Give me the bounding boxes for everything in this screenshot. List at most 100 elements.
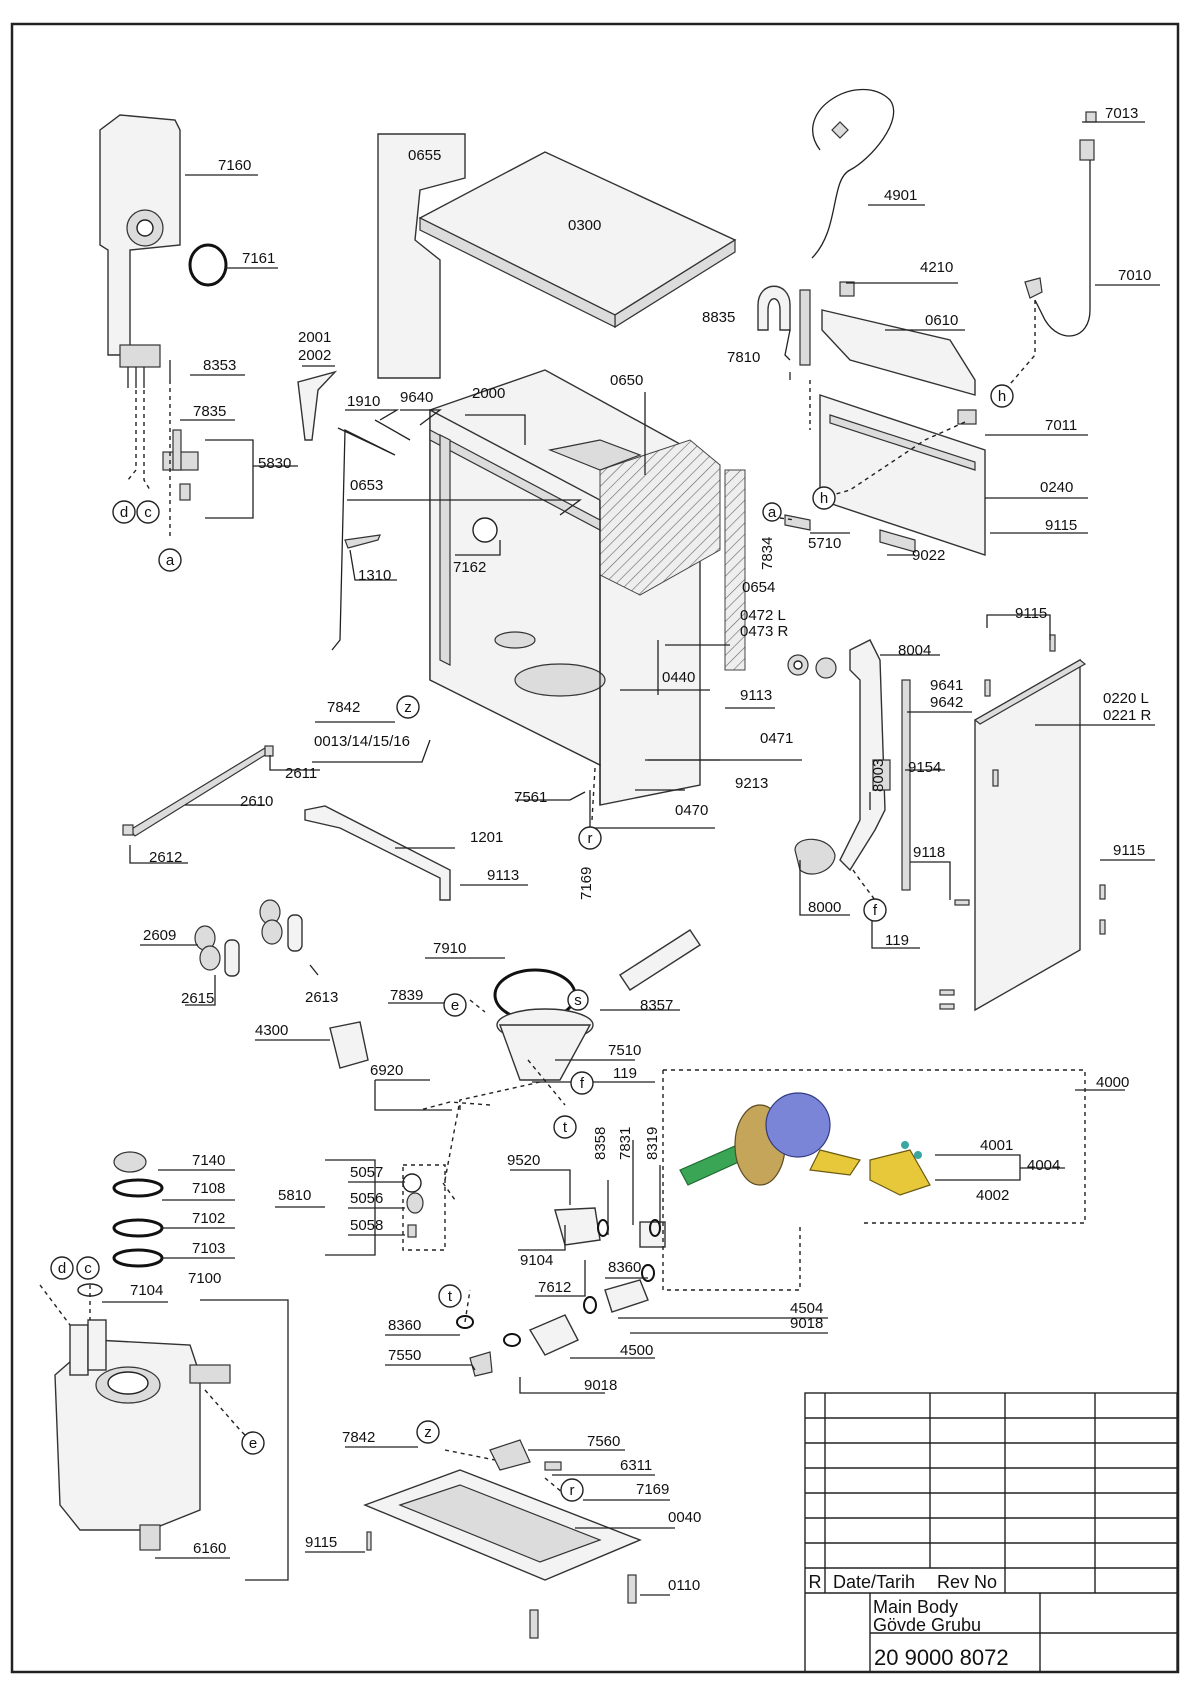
connection-markers: a c d h a h z r f e s f t d c t e z r bbox=[50, 384, 1014, 1502]
marker-z-1: z bbox=[396, 695, 420, 719]
callout-8003: 8003 bbox=[870, 759, 887, 792]
callout-5056: 5056 bbox=[350, 1190, 383, 1207]
callout-8357: 8357 bbox=[640, 997, 673, 1014]
date-label: Date/Tarih bbox=[833, 1572, 915, 1592]
svg-text:t: t bbox=[448, 1288, 453, 1305]
clip-9022 bbox=[879, 529, 916, 553]
side-insulation-panel bbox=[377, 133, 466, 379]
callout-7550: 7550 bbox=[388, 1347, 421, 1364]
callout-9154: 9154 bbox=[908, 759, 941, 776]
leader-lines bbox=[102, 121, 1160, 1596]
svg-text:a: a bbox=[166, 552, 175, 569]
callout-2615: 2615 bbox=[181, 990, 214, 1007]
callout-8353: 8353 bbox=[203, 357, 236, 374]
callout-9213: 9213 bbox=[735, 775, 768, 792]
marker-r-1: r bbox=[578, 826, 602, 850]
svg-text:h: h bbox=[820, 490, 828, 507]
callout-7140: 7140 bbox=[192, 1152, 225, 1169]
callout-5710: 5710 bbox=[808, 535, 841, 552]
callout-4000: 4000 bbox=[1096, 1074, 1129, 1091]
callout-7160: 7160 bbox=[218, 157, 251, 174]
marker-f-2: f bbox=[570, 1071, 594, 1095]
callout-0013: 0013/14/15/16 bbox=[314, 733, 410, 750]
svg-text:d: d bbox=[58, 1260, 66, 1277]
callout-2610: 2610 bbox=[240, 793, 273, 810]
callout-5057: 5057 bbox=[350, 1164, 383, 1181]
callout-0650: 0650 bbox=[610, 372, 643, 389]
callout-119b: 119 bbox=[613, 1065, 637, 1082]
rev-r-label: R bbox=[809, 1572, 822, 1592]
callout-8360: 8360 bbox=[608, 1259, 641, 1276]
svg-text:e: e bbox=[451, 997, 459, 1014]
leg-0110 bbox=[627, 1574, 637, 1604]
rear-frame-0240 bbox=[819, 394, 986, 556]
callout-7010: 7010 bbox=[1118, 267, 1151, 284]
marker-t-2: t bbox=[438, 1284, 462, 1308]
valve-5710 bbox=[784, 514, 811, 531]
marker-h-1: h bbox=[990, 384, 1014, 408]
bracket-1310 bbox=[344, 534, 381, 549]
callout-4300: 4300 bbox=[255, 1022, 288, 1039]
marker-e-1: e bbox=[443, 993, 467, 1017]
callout-7910: 7910 bbox=[433, 940, 466, 957]
wash-motor-4000 bbox=[679, 1092, 931, 1196]
callout-7839: 7839 bbox=[390, 987, 423, 1004]
callout-8004: 8004 bbox=[898, 642, 931, 659]
callout-7104: 7104 bbox=[130, 1282, 163, 1299]
callout-9115c: 9115 bbox=[1113, 842, 1145, 859]
svg-text:d: d bbox=[120, 504, 128, 521]
callout-1201: 1201 bbox=[470, 829, 503, 846]
dashed-connections bbox=[39, 300, 1086, 1494]
callout-9641: 9641 bbox=[930, 677, 963, 694]
callout-1310: 1310 bbox=[358, 567, 391, 584]
callout-0040: 0040 bbox=[668, 1509, 701, 1526]
callout-0471: 0471 bbox=[760, 730, 793, 747]
heater-4300 bbox=[329, 1021, 369, 1069]
callout-9018b: 9018 bbox=[584, 1377, 617, 1394]
softener-gasket bbox=[188, 243, 228, 287]
callout-0440: 0440 bbox=[662, 669, 695, 686]
callout-0300: 0300 bbox=[568, 217, 601, 234]
callout-4002: 4002 bbox=[976, 1187, 1009, 1204]
callout-9115b: 9115 bbox=[1015, 605, 1047, 622]
callout-9113: 9113 bbox=[740, 687, 772, 704]
door-gasket-1910 bbox=[331, 427, 396, 651]
valve-9520 bbox=[554, 1207, 601, 1246]
callout-5058: 5058 bbox=[350, 1217, 383, 1234]
title-turkish: Gövde Grubu bbox=[873, 1615, 981, 1635]
callout-5810: 5810 bbox=[278, 1187, 311, 1204]
callout-0473: 0473 R bbox=[740, 623, 789, 640]
callout-7169: 7169 bbox=[578, 867, 595, 900]
marker-t-1: t bbox=[553, 1115, 577, 1139]
callout-9642: 9642 bbox=[930, 694, 963, 711]
callout-9104: 9104 bbox=[520, 1252, 553, 1269]
callout-2613: 2613 bbox=[305, 989, 338, 1006]
callout-8835: 8835 bbox=[702, 309, 735, 326]
callout-7810: 7810 bbox=[727, 349, 760, 366]
callout-9115: 9115 bbox=[1045, 517, 1077, 534]
callout-8319: 8319 bbox=[644, 1127, 661, 1160]
callout-7834: 7834 bbox=[759, 537, 776, 570]
callout-0654: 0654 bbox=[742, 579, 775, 596]
salt-container-7100 bbox=[54, 1319, 231, 1551]
hose-4504 bbox=[604, 1279, 649, 1313]
marker-s-1: s bbox=[567, 989, 589, 1011]
marker-a-2: a bbox=[762, 502, 782, 522]
callout-4004: 4004 bbox=[1027, 1157, 1060, 1174]
marker-z-2: z bbox=[416, 1420, 440, 1444]
callout-0472: 0472 L bbox=[740, 607, 786, 624]
marker-a-1: a bbox=[158, 548, 182, 572]
svg-text:r: r bbox=[588, 830, 593, 847]
callout-7169b: 7169 bbox=[636, 1481, 669, 1498]
clip-7011 bbox=[957, 409, 977, 425]
cap-7140 bbox=[113, 1151, 147, 1173]
callout-0655: 0655 bbox=[408, 147, 441, 164]
vent-7162 bbox=[472, 517, 498, 543]
sheet-frame bbox=[10, 22, 1180, 1674]
callout-7011: 7011 bbox=[1045, 417, 1077, 434]
marker-h-2: h bbox=[812, 486, 836, 510]
clip-8003 bbox=[872, 759, 891, 791]
panel-0610 bbox=[821, 309, 976, 396]
hose-8357 bbox=[619, 929, 701, 991]
float-7560 bbox=[489, 1439, 531, 1471]
